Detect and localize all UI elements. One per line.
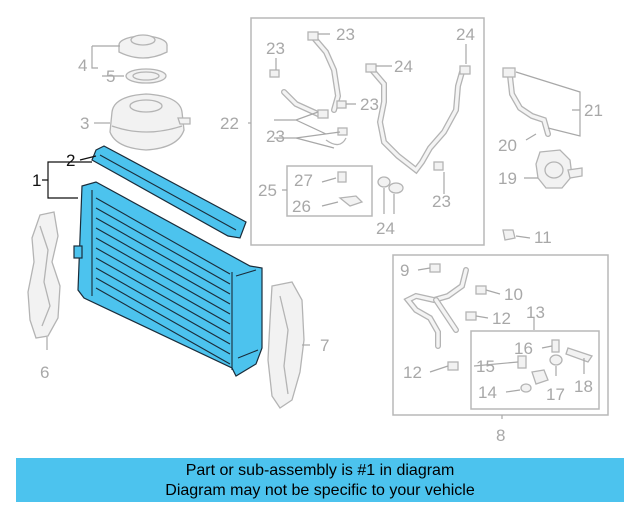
banner-line-2: Diagram may not be specific to your vehi… [165,482,475,499]
hose-group-8-parts [403,263,594,393]
cap-seal-ring [125,68,167,84]
callout-23-b: 23 [266,39,285,58]
callout-23-c: 23 [360,95,379,114]
info-banner: Part or sub-assembly is #1 in diagram Di… [16,458,624,502]
callout-21: 21 [584,101,603,120]
callout-19: 19 [498,169,517,188]
callout-10: 10 [504,285,523,304]
callout-7: 7 [320,336,329,355]
callout-5: 5 [106,67,115,86]
hose-group-box-22 [250,17,485,246]
callout-8: 8 [496,426,505,445]
leader-lines-highlight [42,155,97,199]
hose-group-box-8 [392,254,609,416]
callout-24-b: 24 [394,57,413,76]
callout-27: 27 [294,171,313,190]
clip-group-box-25 [286,165,373,217]
air-guide-right [267,281,305,409]
radiator-seal-strip [91,145,247,239]
leader-lines [46,33,585,419]
callout-23-e: 23 [432,192,451,211]
callout-2: 2 [66,151,75,170]
callout-9: 9 [400,261,409,280]
callout-25: 25 [258,181,277,200]
callout-23-d: 23 [266,127,285,146]
callout-22: 22 [220,114,239,133]
callout-15: 15 [476,357,495,376]
callout-26: 26 [292,197,311,216]
callout-3: 3 [80,114,89,133]
radiator [73,181,263,377]
callout-17: 17 [546,385,565,404]
air-guide-left [27,211,61,339]
expansion-tank-cap [118,34,168,59]
callout-4: 4 [78,56,87,75]
callout-23-a: 23 [336,25,355,44]
hose-group-22-parts [269,31,471,207]
callout-1: 1 [32,171,41,190]
callout-16: 16 [514,339,533,358]
expansion-tank [109,93,191,151]
callout-18: 18 [574,377,593,396]
callout-6: 6 [40,363,49,382]
callout-24-a: 24 [456,25,475,44]
water-pump-parts [502,67,583,241]
callout-13: 13 [526,303,545,322]
callout-11: 11 [534,228,552,247]
callout-14: 14 [478,383,497,402]
banner-line-1: Part or sub-assembly is #1 in diagram [185,462,455,479]
clip-group-box-13 [470,330,600,410]
callout-12-lower: 12 [403,363,422,382]
callout-20: 20 [498,136,517,155]
callout-12-upper: 12 [492,309,511,328]
callout-24-c: 24 [376,219,395,238]
